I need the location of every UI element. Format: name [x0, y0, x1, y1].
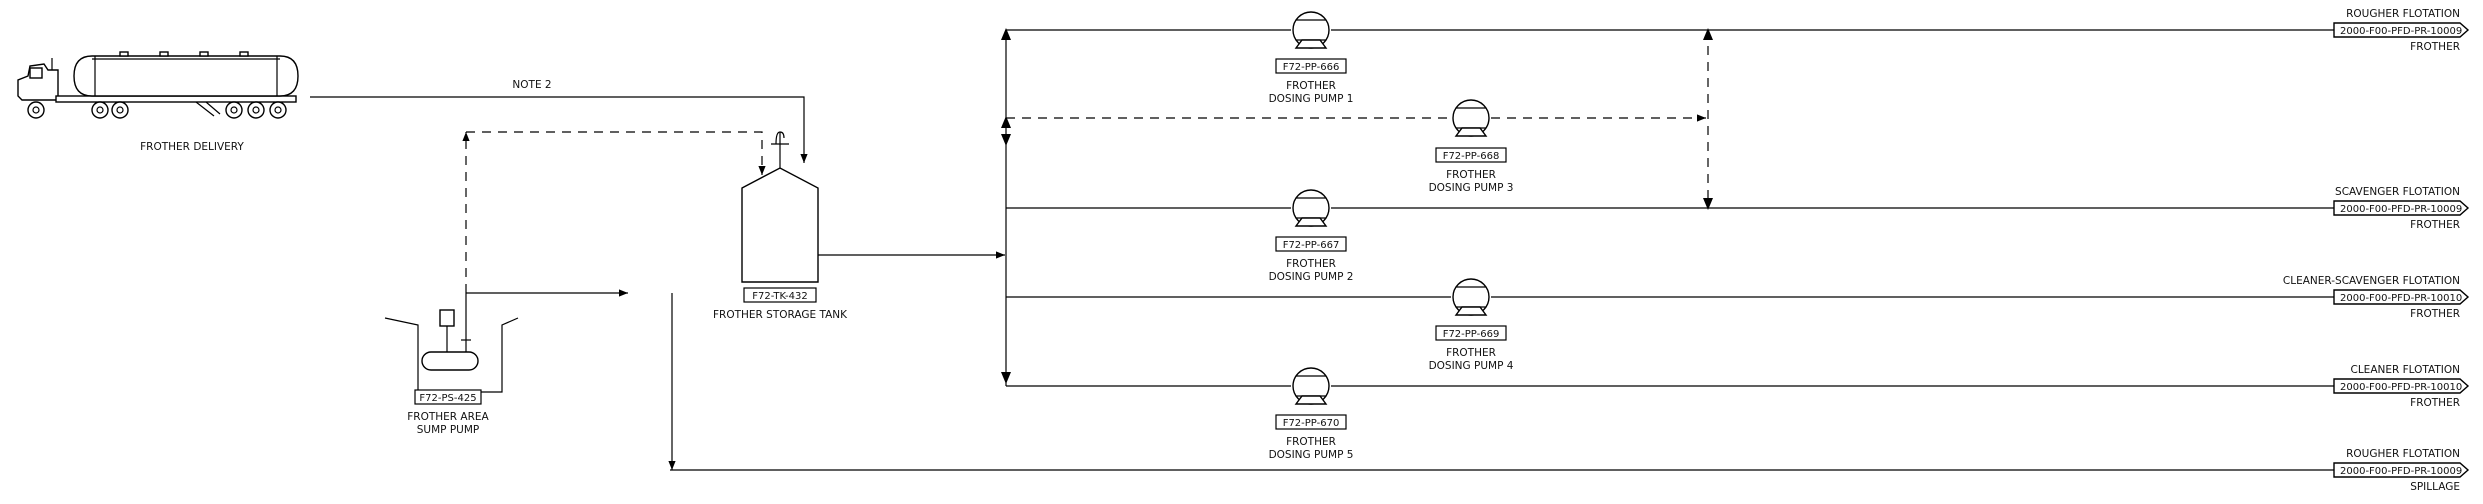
pump-icon [1292, 11, 1330, 49]
offpage-connector: ROUGHER FLOTATION 2000-F00-PFD-PR-10009 … [2333, 8, 2470, 53]
sump-pit-icon [384, 309, 519, 393]
pump-label-2: DOSING PUMP 3 [1429, 182, 1514, 194]
offpage-stream: FROTHER [2410, 308, 2460, 320]
pump-tag-box [1275, 236, 1347, 252]
offpage-destination: ROUGHER FLOTATION [2346, 448, 2460, 460]
pump-icon [1292, 367, 1330, 405]
pump-tag-box [1435, 147, 1507, 163]
offpage-destination: CLEANER FLOTATION [2351, 364, 2461, 376]
offpage-stream: FROTHER [2410, 397, 2460, 409]
sump-label-1: FROTHER AREA [407, 411, 489, 423]
pump-label-2: DOSING PUMP 2 [1269, 271, 1354, 283]
pump-label-1: FROTHER [1286, 258, 1336, 270]
tank-tag: F72-TK-432 [752, 291, 807, 302]
offpage-connector: CLEANER-SCAVENGER FLOTATION 2000-F00-PFD… [2283, 275, 2470, 320]
offpage-reference: 2000-F00-PFD-PR-10009 [2340, 26, 2462, 37]
pump-label-2: DOSING PUMP 1 [1269, 93, 1354, 105]
offpage-stream: FROTHER [2410, 41, 2460, 53]
pump-icon [1452, 99, 1490, 137]
pump-label-1: FROTHER [1286, 80, 1336, 92]
offpage-reference: 2000-F00-PFD-PR-10009 [2340, 204, 2462, 215]
sump-label-2: SUMP PUMP [417, 424, 480, 436]
pump-tag: F72-PP-670 [1283, 418, 1340, 429]
offpage-reference: 2000-F00-PFD-PR-10010 [2340, 382, 2462, 393]
truck-label: FROTHER DELIVERY [140, 141, 244, 153]
pump-tag-box [1435, 325, 1507, 341]
sump-tag-box [414, 389, 482, 405]
sump-tag: F72-PS-425 [419, 393, 476, 404]
pump-tag: F72-PP-666 [1283, 62, 1340, 73]
pump-tag-box [1275, 414, 1347, 430]
pump-tag: F72-PP-669 [1443, 329, 1500, 340]
sump-dashed-to-tank [466, 131, 766, 175]
tank-tag-box [743, 287, 817, 303]
offpage-connector: CLEANER FLOTATION 2000-F00-PFD-PR-10010 … [2333, 364, 2470, 409]
delivery-line [310, 96, 808, 163]
pump-label-2: DOSING PUMP 5 [1269, 449, 1354, 461]
pump-tag-box [1275, 58, 1347, 74]
pump-icon [1452, 278, 1490, 316]
storage-tank-icon [741, 131, 819, 283]
pump-label-1: FROTHER [1446, 169, 1496, 181]
tank-label: FROTHER STORAGE TANK [713, 309, 848, 321]
offpage-destination: SCAVENGER FLOTATION [2335, 186, 2460, 198]
pump-tag: F72-PP-668 [1443, 151, 1500, 162]
offpage-reference: 2000-F00-PFD-PR-10010 [2340, 293, 2462, 304]
note-label: NOTE 2 [512, 79, 551, 91]
offpage-connector: ROUGHER FLOTATION 2000-F00-PFD-PR-10009 … [2333, 448, 2470, 493]
offpage-reference: 2000-F00-PFD-PR-10009 [2340, 466, 2462, 477]
pump-tag: F72-PP-667 [1283, 240, 1340, 251]
offpage-stream: FROTHER [2410, 219, 2460, 231]
offpage-destination: CLEANER-SCAVENGER FLOTATION [2283, 275, 2460, 287]
pump-icon [1292, 189, 1330, 227]
offpage-stream: SPILLAGE [2410, 481, 2460, 493]
pump-label-2: DOSING PUMP 4 [1429, 360, 1514, 372]
pump-label-1: FROTHER [1446, 347, 1496, 359]
offpage-connector: SCAVENGER FLOTATION 2000-F00-PFD-PR-1000… [2333, 186, 2470, 231]
offpage-destination: ROUGHER FLOTATION [2346, 8, 2460, 20]
tanker-truck-icon [17, 51, 299, 119]
pump-label-1: FROTHER [1286, 436, 1336, 448]
